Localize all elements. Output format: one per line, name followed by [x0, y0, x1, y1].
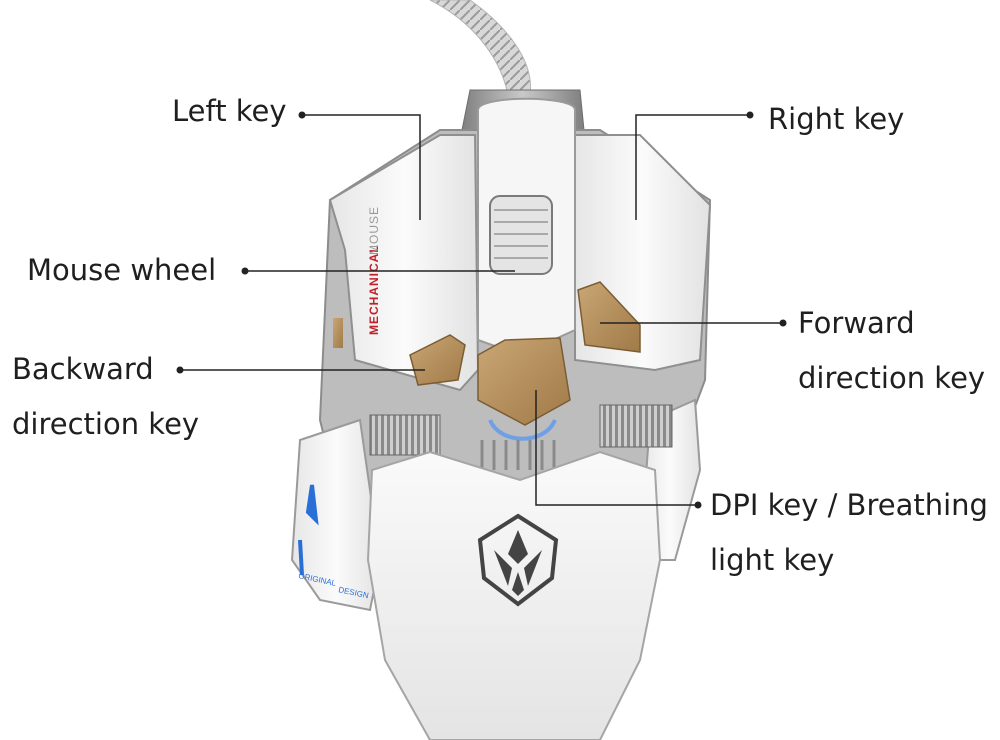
leader-dots: [176, 111, 787, 509]
leader-right-key: [635, 114, 750, 220]
label-right-key-text: Right key: [768, 102, 905, 136]
leader-left-key: [302, 114, 421, 220]
label-dpi-breathing-key: DPI key / Breathing light key: [710, 478, 988, 588]
left-spring: [369, 414, 441, 456]
right-spring: [599, 404, 673, 448]
side-gold-tab: [333, 318, 343, 348]
label-forward-line2: direction key: [798, 361, 986, 395]
label-backward-line1: Backward: [12, 352, 154, 386]
label-forward-line1: Forward: [798, 306, 915, 340]
dot-mouse-wheel: [241, 267, 249, 275]
side-accent-stripe: [298, 484, 319, 576]
backward-direction-button[interactable]: [409, 334, 466, 386]
dot-forward: [779, 319, 787, 327]
label-left-key: Left key: [172, 84, 287, 139]
side-text-mouse: MOUSE: [367, 206, 381, 255]
label-mouse-wheel-text: Mouse wheel: [27, 253, 217, 287]
label-left-key-text: Left key: [172, 94, 287, 128]
left-key-button[interactable]: [328, 134, 480, 392]
palm-rest: [366, 450, 662, 740]
breathing-light: [488, 419, 557, 441]
scroll-wheel-ridges: [494, 209, 548, 259]
side-text-mechanical: MECHANICAL: [367, 244, 381, 335]
leader-dpi: [535, 390, 698, 506]
left-side-grip: [290, 418, 382, 612]
forward-direction-button[interactable]: [577, 281, 641, 353]
label-right-key: Right key: [768, 92, 904, 147]
brand-emblem-icon: [477, 513, 559, 607]
label-backward-line2: direction key: [12, 407, 200, 441]
dpi-button[interactable]: [477, 337, 571, 426]
leader-lines: [180, 114, 783, 506]
dot-backward: [176, 366, 184, 374]
vent-grille: [480, 440, 556, 470]
label-dpi-line1: DPI key / Breathing: [710, 488, 988, 522]
dot-left-key: [298, 111, 306, 119]
label-backward-direction-key: Backward direction key: [12, 342, 199, 452]
label-forward-direction-key: Forward direction key: [798, 296, 985, 406]
label-dpi-line2: light key: [710, 543, 835, 577]
dot-dpi: [694, 501, 702, 509]
usb-cable: [429, 0, 532, 96]
label-mouse-wheel: Mouse wheel: [27, 243, 216, 298]
dot-right-key: [746, 111, 754, 119]
